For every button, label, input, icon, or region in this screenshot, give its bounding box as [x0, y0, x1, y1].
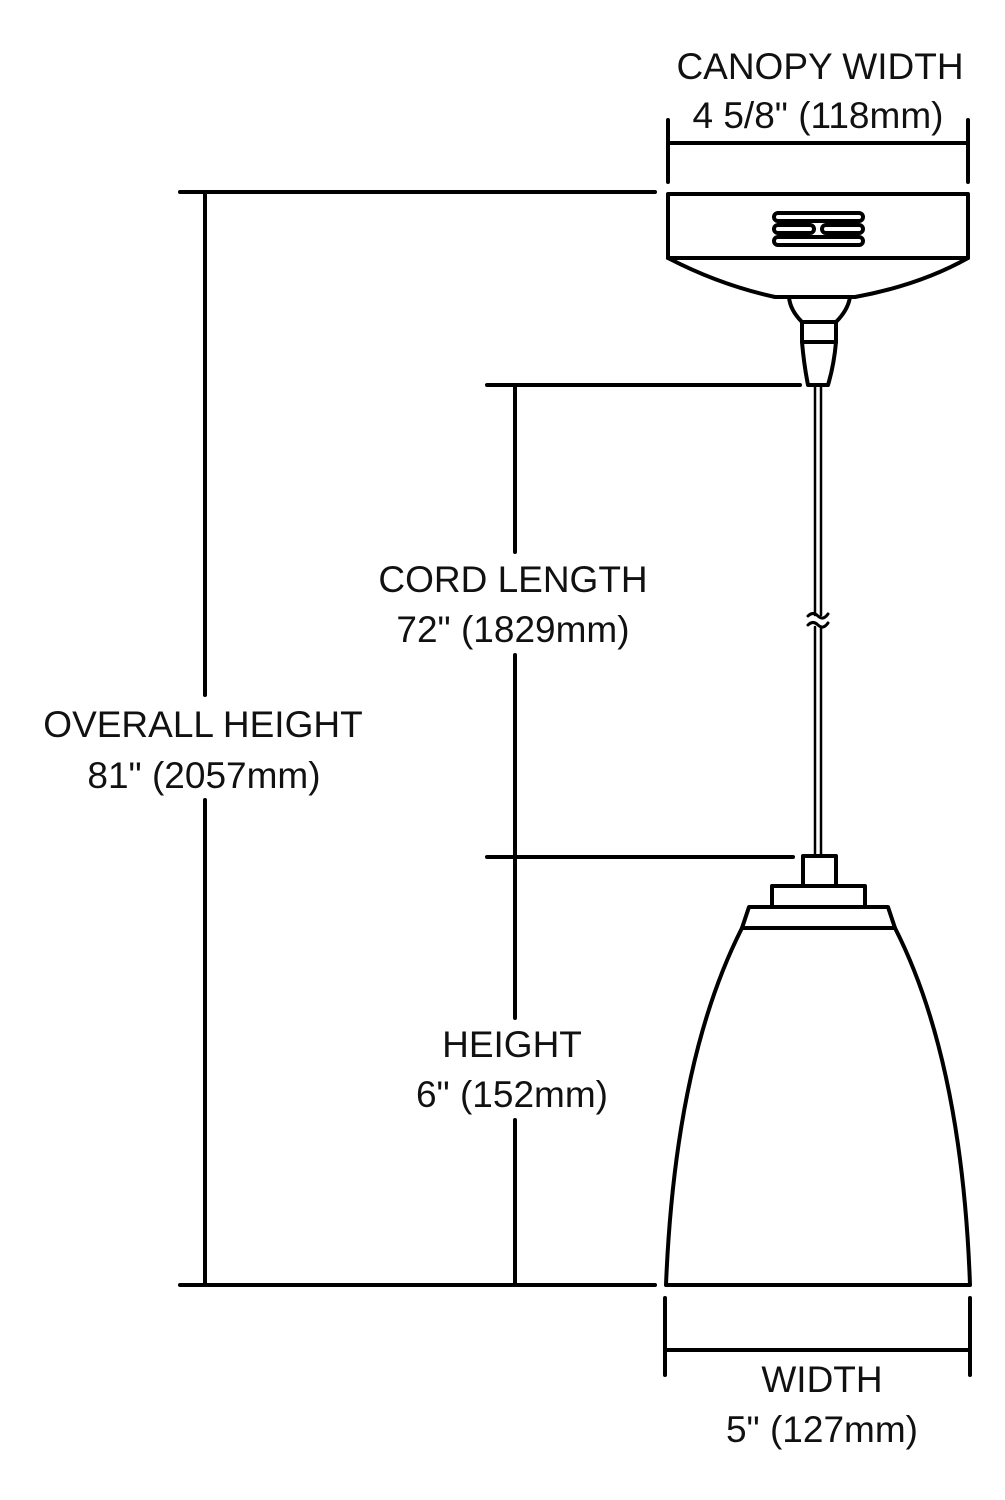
pendant-shade — [664, 854, 972, 1287]
height-value: 6" (152mm) — [416, 1074, 608, 1115]
canopy-width-value: 4 5/8" (118mm) — [693, 95, 944, 136]
cord — [806, 383, 830, 858]
cord-length-dimension: CORD LENGTH 72" (1829mm) — [378, 383, 802, 1287]
cord-length-label: CORD LENGTH — [378, 559, 647, 600]
width-dimension: WIDTH 5" (127mm) — [663, 1296, 972, 1450]
height-dimension: HEIGHT 6" (152mm) — [416, 1024, 608, 1115]
width-label: WIDTH — [761, 1359, 882, 1400]
cord-length-value: 72" (1829mm) — [396, 609, 629, 650]
overall-height-value: 81" (2057mm) — [87, 755, 320, 796]
overall-height-label: OVERALL HEIGHT — [43, 704, 362, 745]
vent-icon — [772, 211, 865, 247]
canopy-width-label: CANOPY WIDTH — [676, 46, 963, 87]
width-value: 5" (127mm) — [726, 1409, 918, 1450]
cord-connector — [787, 295, 852, 387]
canopy-width-dimension: CANOPY WIDTH 4 5/8" (118mm) — [666, 46, 970, 184]
canopy — [666, 192, 970, 299]
height-label: HEIGHT — [442, 1024, 582, 1065]
overall-height-dimension: OVERALL HEIGHT 81" (2057mm) — [43, 190, 657, 1287]
